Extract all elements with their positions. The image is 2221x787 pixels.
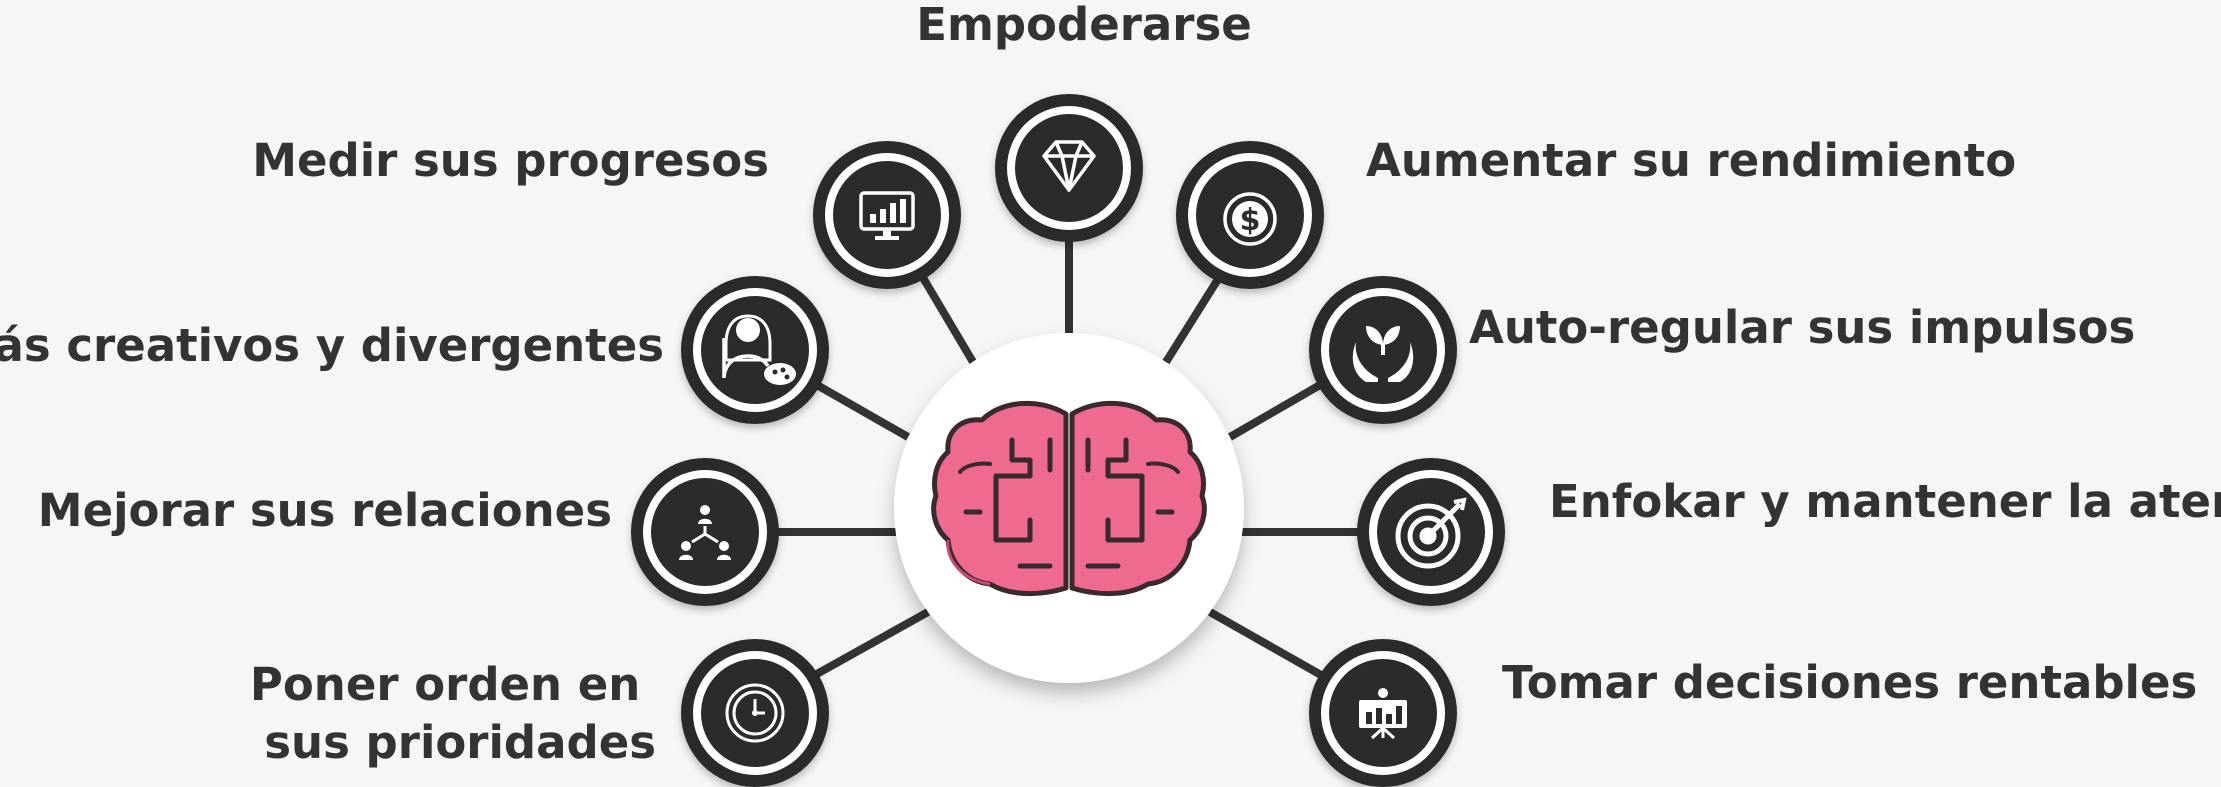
center-node — [894, 333, 1244, 683]
presentation-board-icon — [1359, 688, 1407, 740]
label-decisiones: Tomar decisiones rentables — [1502, 656, 2197, 709]
connector-medir — [918, 273, 977, 365]
connector-prioridades — [813, 608, 930, 679]
hands-plant-icon — [1352, 326, 1414, 382]
label-aumentar: Aumentar su rendimiento — [1366, 134, 2016, 187]
node-aumentar: $ Aumentar su rendimiento — [1176, 134, 2016, 289]
connector-decisiones — [1208, 608, 1323, 679]
connector-autoregular — [1227, 381, 1323, 441]
node-medir: Medir sus progresos — [252, 134, 961, 289]
node-prioridades: Poner orden en sus prioridades — [250, 639, 829, 787]
connector-creativos — [815, 381, 910, 441]
label-medir: Medir sus progresos — [252, 134, 769, 187]
label-prioridades: Poner orden en sus prioridades — [250, 658, 656, 769]
target-arrow-icon — [1395, 497, 1467, 569]
label-empoderarse: Empoderarse — [916, 0, 1252, 51]
label-autoregular: Auto-regular sus impulsos — [1469, 301, 2135, 354]
node-autoregular: Auto-regular sus impulsos — [1309, 276, 2135, 424]
network-people-icon — [679, 505, 731, 560]
dollar-coin-icon: $ — [1223, 192, 1277, 246]
node-creativos: Ser más creativos y divergentes — [0, 276, 829, 424]
clock-icon — [725, 683, 785, 743]
label-relaciones: Mejorar sus relaciones — [38, 484, 612, 537]
diamond-icon — [1042, 140, 1096, 192]
artist-palette-icon — [722, 314, 796, 385]
node-enfokar: Enfokar y mantener la atención — [1357, 458, 2221, 606]
svg-text:$: $ — [1240, 203, 1261, 238]
node-relaciones: Mejorar sus relaciones — [38, 458, 779, 606]
connectors — [777, 240, 1359, 679]
monitor-chart-icon — [859, 191, 915, 240]
node-decisiones: Tomar decisiones rentables — [1309, 639, 2197, 787]
label-enfokar: Enfokar y mantener la atención — [1549, 475, 2221, 528]
node-empoderarse: Empoderarse — [916, 0, 1252, 242]
connector-aumentar — [1162, 273, 1224, 365]
label-creativos: Ser más creativos y divergentes — [0, 319, 664, 372]
brain-icon — [931, 400, 1207, 597]
